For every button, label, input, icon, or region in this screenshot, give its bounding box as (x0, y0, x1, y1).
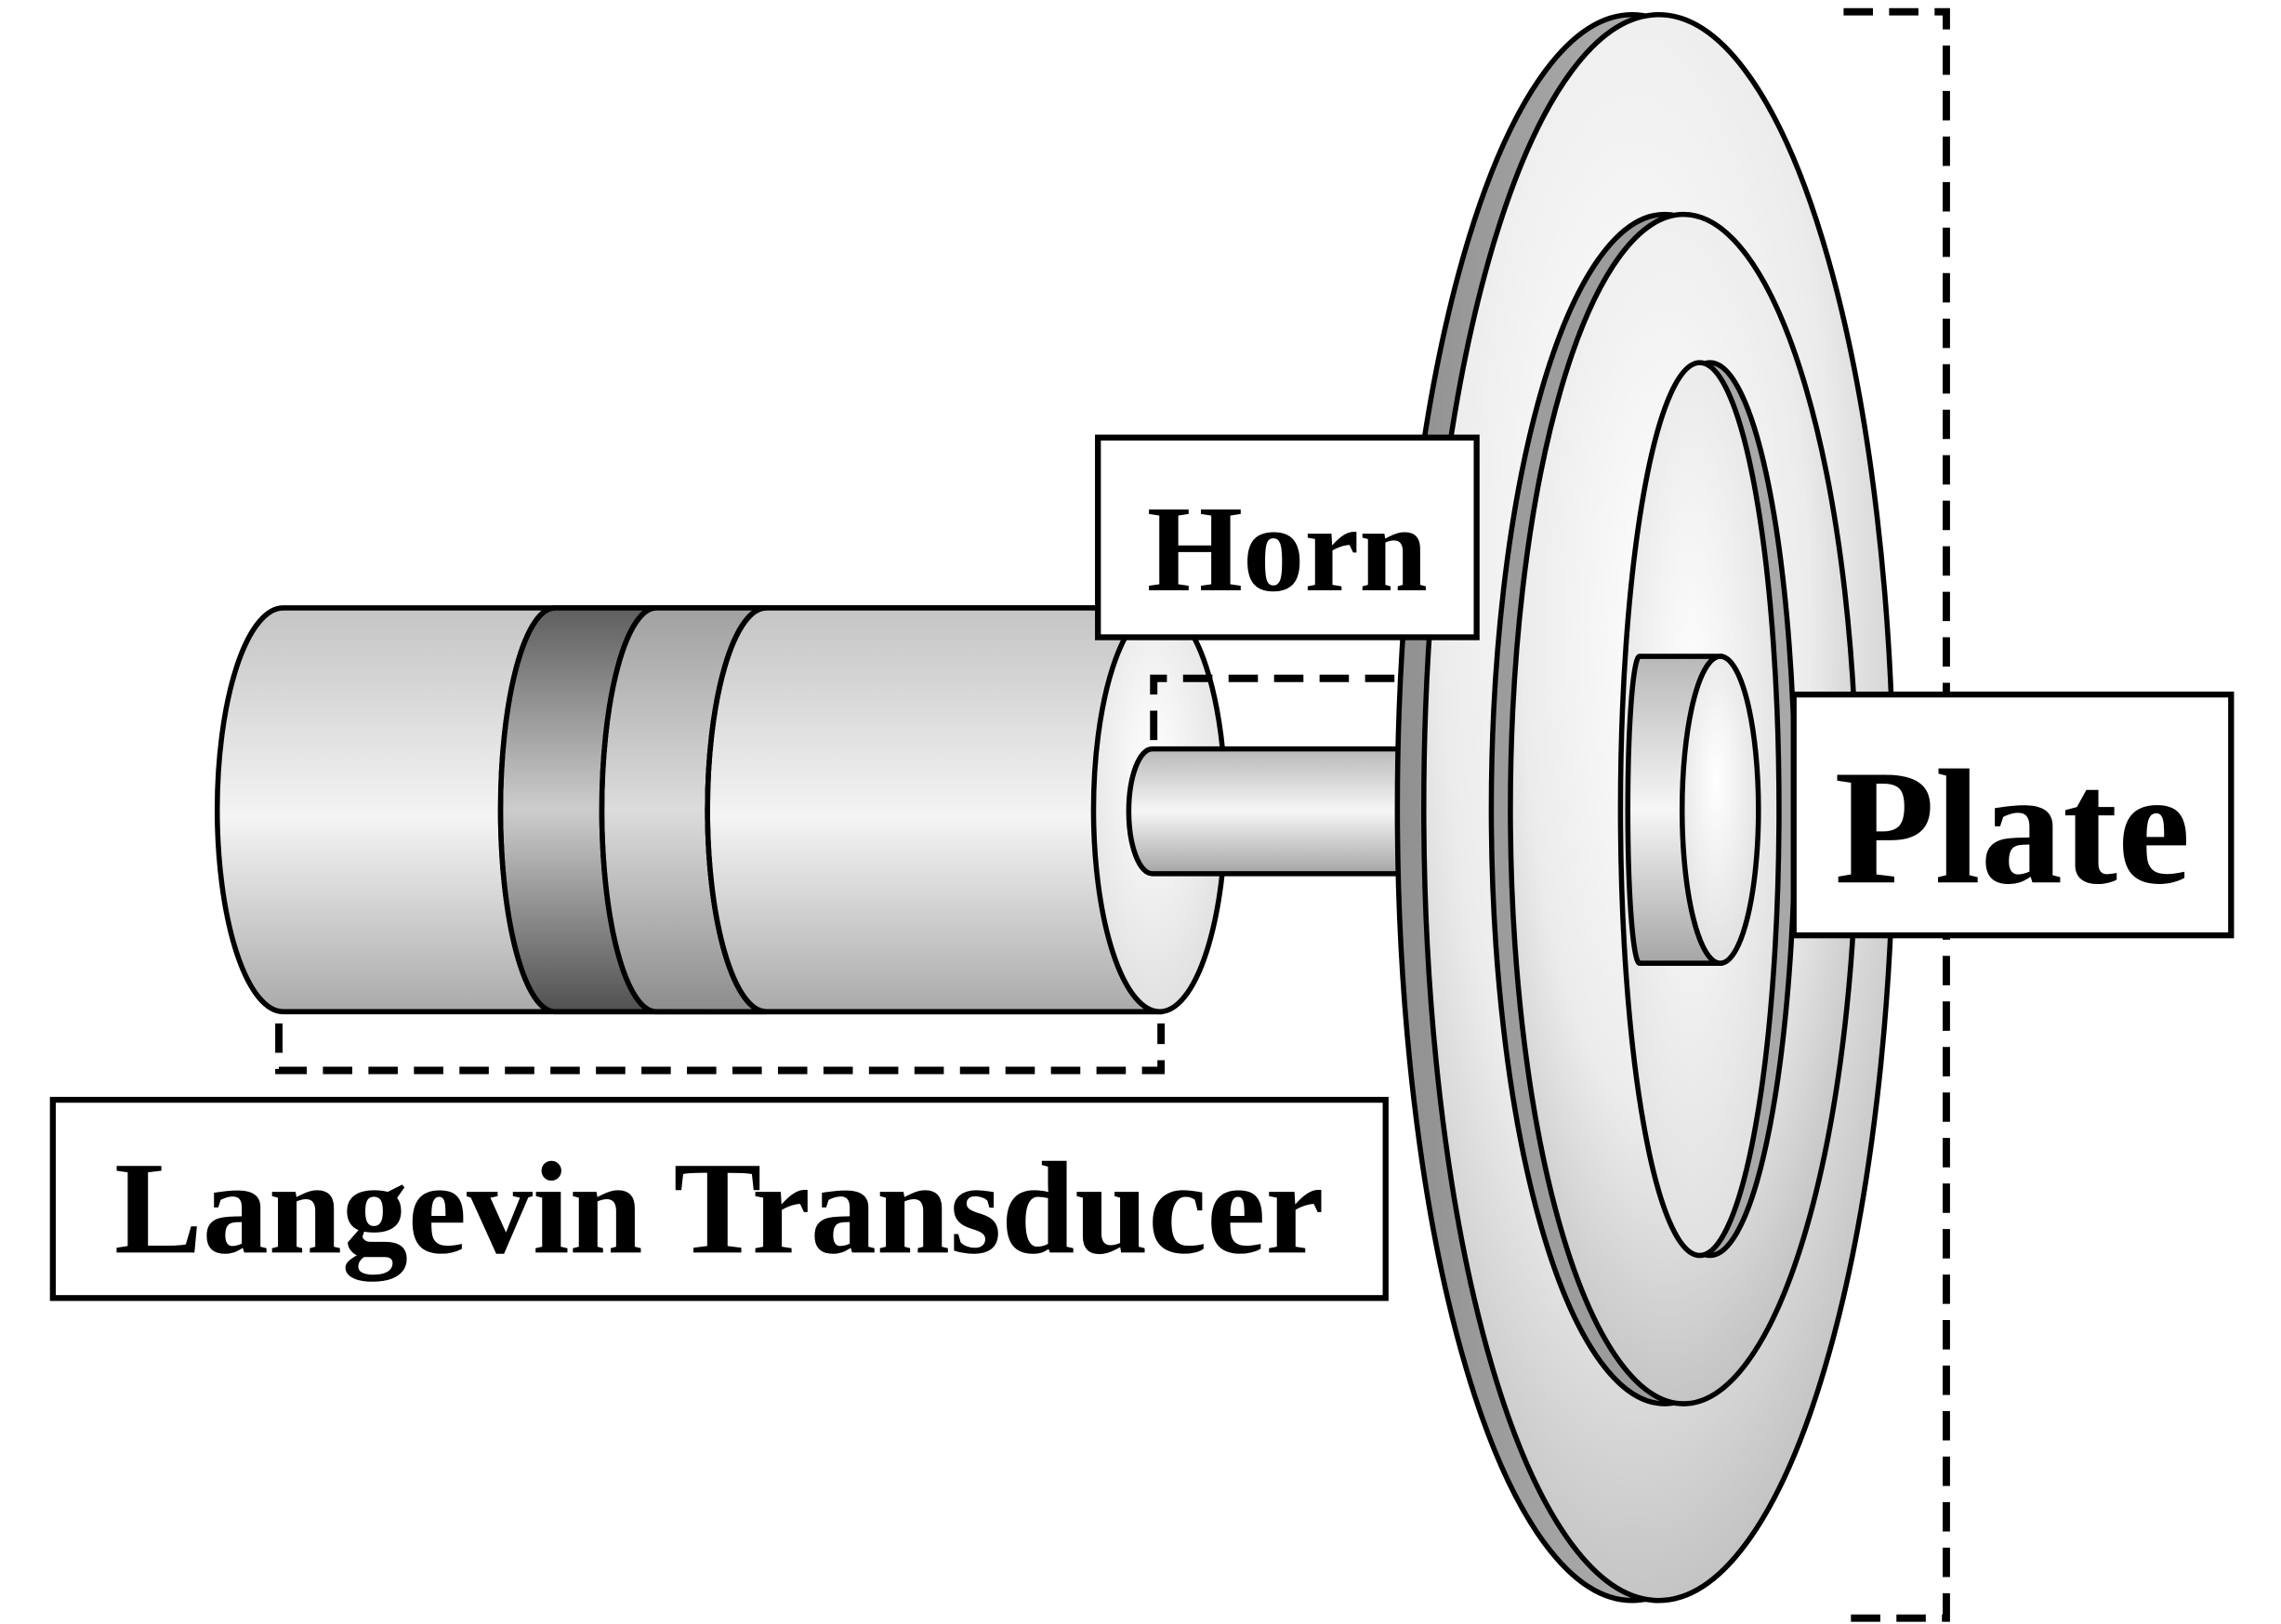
piezo-ring-edge-2 (599, 605, 656, 1015)
horn-label-text: Horn (1147, 481, 1428, 617)
horn-shaft (1126, 746, 1412, 877)
transducer-dashed-bracket (275, 1023, 1166, 1075)
langevin-transducer (214, 605, 1229, 1015)
transducer-label: Langevin Transducer (49, 1096, 1389, 1301)
transducer-label-box (49, 1096, 1389, 1301)
horn-dashed-bracket (1150, 674, 1406, 741)
center-hub-face (1679, 654, 1761, 966)
region-markers (275, 7, 1950, 1622)
plate-label: Plate (1790, 691, 2235, 939)
plate-label-box (1790, 691, 2235, 939)
horn-label-box (1095, 434, 1480, 640)
horn-label: Horn (1095, 434, 1480, 640)
transducer-label-text: Langevin Transducer (114, 1134, 1325, 1281)
plate-disc (1394, 12, 1896, 1604)
piezo-ring-edge-3 (705, 605, 767, 1015)
piezo-ring-edge-1 (497, 605, 556, 1015)
plate-label-text: Plate (1835, 736, 2191, 918)
plate-dashed-bracket (1843, 7, 1950, 1622)
